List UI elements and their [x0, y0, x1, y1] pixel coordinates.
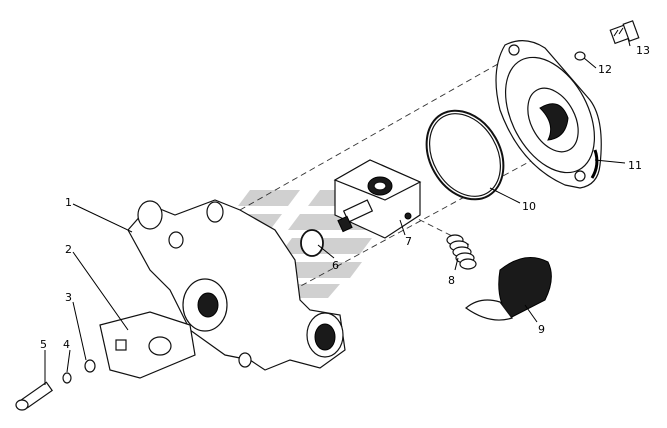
gasket-plate — [99, 311, 196, 379]
spring-washer — [62, 372, 72, 384]
leader-lines — [44, 37, 631, 385]
o-ring-large-inner — [429, 113, 501, 197]
flat-washer — [84, 359, 96, 373]
valve-plate — [465, 257, 552, 321]
label-11: 11 — [628, 159, 642, 172]
label-12: 12 — [598, 63, 612, 76]
label-9: 9 — [538, 323, 545, 336]
label-2: 2 — [65, 243, 72, 256]
label-1: 1 — [65, 196, 72, 209]
label-7: 7 — [405, 235, 412, 248]
housing-bolt — [15, 381, 53, 411]
pump-housing — [127, 199, 346, 371]
valve-body — [333, 159, 422, 239]
label-8: 8 — [448, 274, 455, 287]
label-4: 4 — [63, 338, 70, 351]
part-labels: 1 2 3 4 5 6 7 8 9 10 11 12 13 — [40, 44, 650, 351]
spring — [446, 234, 477, 270]
label-3: 3 — [65, 291, 72, 304]
label-6: 6 — [332, 259, 339, 272]
cover-plate — [495, 40, 602, 189]
label-10: 10 — [522, 200, 536, 213]
lock-washer — [574, 51, 586, 61]
label-5: 5 — [40, 338, 47, 351]
label-13: 13 — [636, 44, 650, 57]
o-ring-small — [300, 229, 324, 257]
cover-bolt — [609, 20, 640, 45]
